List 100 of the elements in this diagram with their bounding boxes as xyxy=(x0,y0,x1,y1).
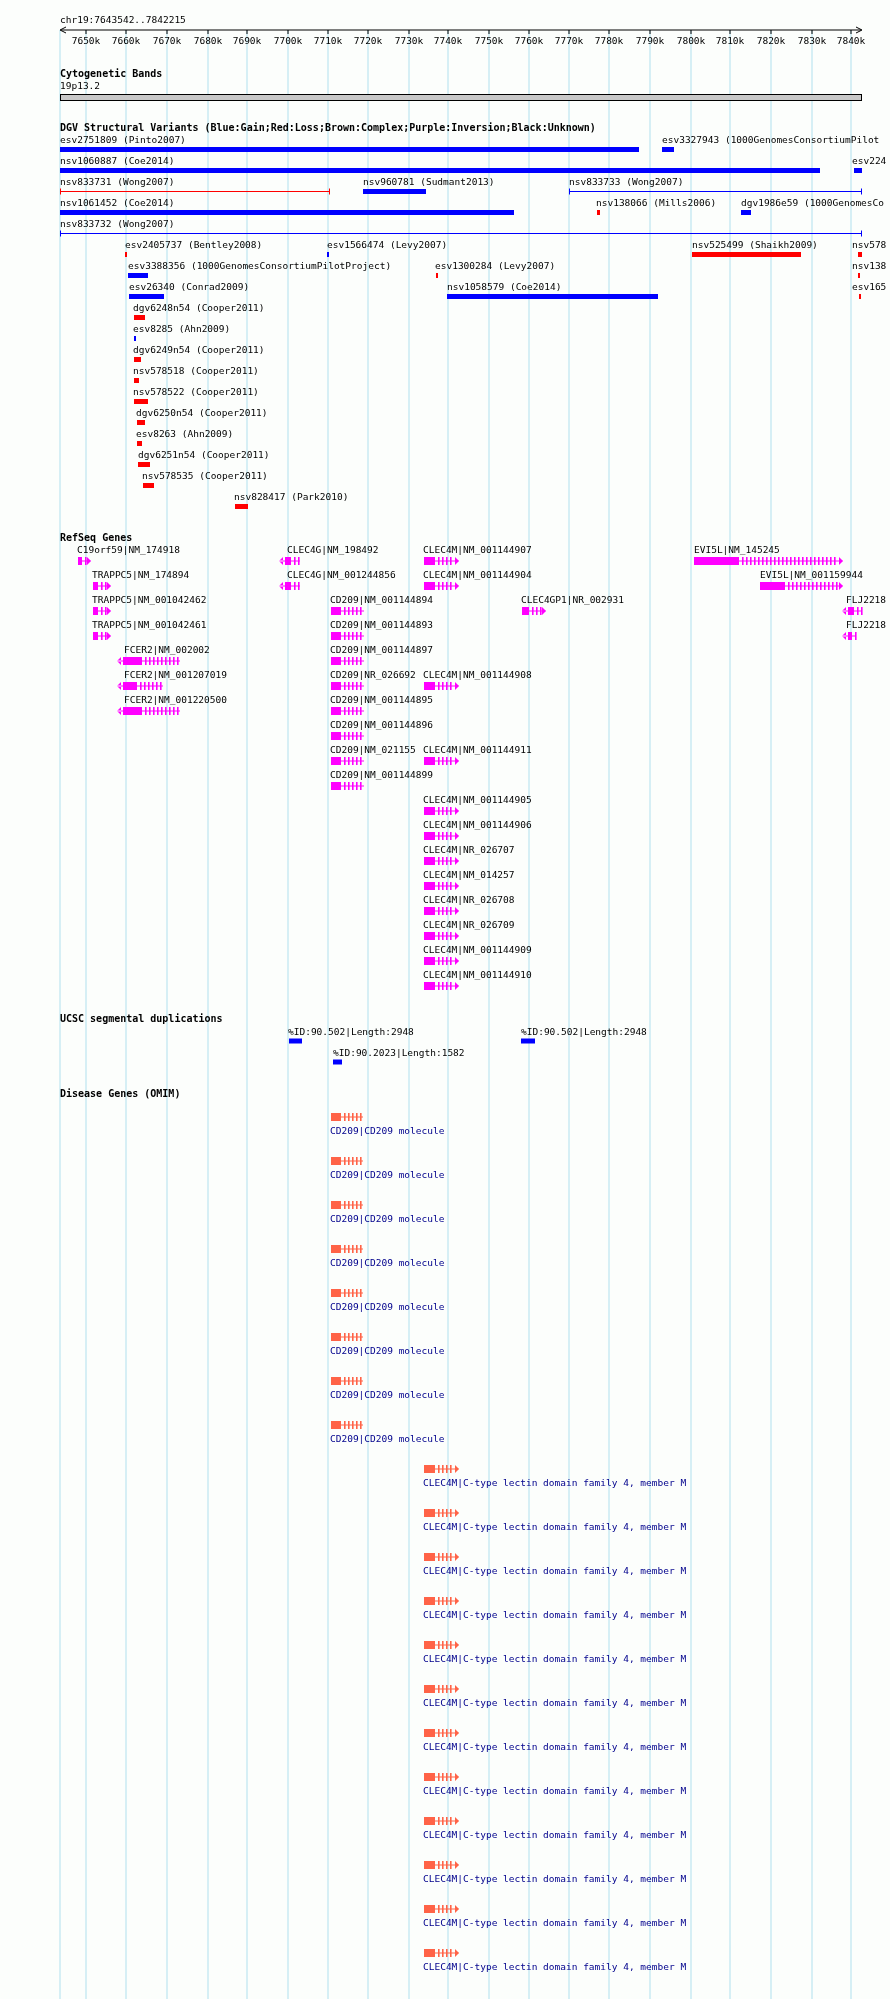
gene-label: CLEC4M|NM_001144904 xyxy=(423,569,532,580)
track-title: Disease Genes (OMIM) xyxy=(60,1088,181,1099)
tick-label: 7720k xyxy=(353,35,383,46)
gene-label: CLEC4M|NM_014257 xyxy=(423,869,515,880)
disease-gene-label: CLEC4M|C-type lectin domain family 4, member M xyxy=(423,1917,687,1928)
gene-label: CLEC4M|NM_001144911 xyxy=(423,744,532,755)
tick-label: 7760k xyxy=(514,35,544,46)
variant-label: esv3327943 (1000GenomesConsortiumPilot xyxy=(662,134,880,145)
variant-label: esv8263 (Ahn2009) xyxy=(136,428,234,439)
gene-label: CD209|NM_001144897 xyxy=(330,644,433,655)
gene-label: EVI5L|NM_145245 xyxy=(694,544,780,555)
variant-label: esv8285 (Ahn2009) xyxy=(133,323,231,334)
gene-label: CLEC4M|NR_026708 xyxy=(423,894,515,905)
tick-label: 7790k xyxy=(635,35,665,46)
gene-label: CD209|NM_001144895 xyxy=(330,694,433,705)
disease-gene-label: CLEC4M|C-type lectin domain family 4, member M xyxy=(423,1609,687,1620)
variant-label: dgv6248n54 (Cooper2011) xyxy=(133,302,265,313)
gene-label: C19orf59|NM_174918 xyxy=(77,544,180,555)
disease-gene-label: CLEC4M|C-type lectin domain family 4, member M xyxy=(423,1873,687,1884)
variant-label: esv165 xyxy=(852,281,887,292)
variant-label: nsv138066 (Mills2006) xyxy=(596,197,717,208)
gene-label: FCER2|NM_001220500 xyxy=(124,694,227,705)
variant-label: esv1566474 (Levy2007) xyxy=(327,239,448,250)
duplication-label: %ID:90.502|Length:2948 xyxy=(288,1026,414,1037)
tick-label: 7670k xyxy=(152,35,182,46)
variant-label: esv2751809 (Pinto2007) xyxy=(60,134,186,145)
track-title: Cytogenetic Bands xyxy=(60,68,163,79)
variant-label: nsv578518 (Cooper2011) xyxy=(133,365,259,376)
disease-gene-label: CLEC4M|C-type lectin domain family 4, member M xyxy=(423,1521,687,1532)
disease-gene-label: CLEC4M|C-type lectin domain family 4, member M xyxy=(423,1741,687,1752)
gene-label: CLEC4M|NM_001144909 xyxy=(423,944,532,955)
variant-label: nsv833731 (Wong2007) xyxy=(60,176,175,187)
gene-label: CLEC4M|NM_001144907 xyxy=(423,544,532,555)
disease-gene-label: CLEC4M|C-type lectin domain family 4, member M xyxy=(423,1697,687,1708)
tick-label: 7680k xyxy=(193,35,223,46)
disease-gene-label: CD209|CD209 molecule xyxy=(330,1433,445,1444)
tick-label: 7750k xyxy=(474,35,504,46)
gene-label: CD209|NM_021155 xyxy=(330,744,416,755)
tick-label: 7800k xyxy=(676,35,706,46)
variant-label: nsv1060887 (Coe2014) xyxy=(60,155,175,166)
tick-label: 7730k xyxy=(394,35,424,46)
track-title: UCSC segmental duplications xyxy=(60,1013,223,1024)
variant-label: dgv1986e59 (1000GenomesCo xyxy=(741,197,884,208)
gene-label: CD209|NM_001144899 xyxy=(330,769,433,780)
gene-label: FCER2|NM_001207019 xyxy=(124,669,227,680)
tick-label: 7700k xyxy=(273,35,303,46)
variant-label: nsv138 xyxy=(852,260,887,271)
variant-label: nsv578522 (Cooper2011) xyxy=(133,386,259,397)
tick-label: 7810k xyxy=(715,35,745,46)
disease-gene-label: CD209|CD209 molecule xyxy=(330,1389,445,1400)
duplication-label: %ID:90.2023|Length:1582 xyxy=(333,1047,465,1058)
disease-gene-label: CD209|CD209 molecule xyxy=(330,1125,445,1136)
variant-label: nsv833733 (Wong2007) xyxy=(569,176,684,187)
tick-label: 7770k xyxy=(554,35,584,46)
variant-label: dgv6250n54 (Cooper2011) xyxy=(136,407,268,418)
gene-label: TRAPPC5|NM_001042461 xyxy=(92,619,207,630)
tick-label: 7830k xyxy=(797,35,827,46)
variant-label: nsv525499 (Shaikh2009) xyxy=(692,239,818,250)
duplication-label: %ID:90.502|Length:2948 xyxy=(521,1026,647,1037)
gene-label: CD209|NR_026692 xyxy=(330,669,416,680)
gene-label: EVI5L|NM_001159944 xyxy=(760,569,863,580)
gene-label: CLEC4M|NM_001144908 xyxy=(423,669,532,680)
variant-label: nsv833732 (Wong2007) xyxy=(60,218,175,229)
tick-label: 7710k xyxy=(313,35,343,46)
gene-label: CLEC4GP1|NR_002931 xyxy=(521,594,624,605)
variant-label: esv2405737 (Bentley2008) xyxy=(125,239,263,250)
gene-label: CLEC4M|NM_001144906 xyxy=(423,819,532,830)
variant-label: dgv6251n54 (Cooper2011) xyxy=(138,449,270,460)
variant-label: esv3388356 (1000GenomesConsortiumPilotProject) xyxy=(128,260,392,271)
variant-label: nsv1058579 (Coe2014) xyxy=(447,281,562,292)
gene-label: CD209|NM_001144896 xyxy=(330,719,433,730)
variant-label: esv26340 (Conrad2009) xyxy=(129,281,250,292)
track-title: DGV Structural Variants (Blue:Gain;Red:Loss;Brown:Complex;Purple:Inversion;Black:Unknown) xyxy=(60,122,596,133)
gene-label: TRAPPC5|NM_001042462 xyxy=(92,594,207,605)
variant-label: nsv1061452 (Coe2014) xyxy=(60,197,175,208)
variant-label: nsv578 xyxy=(852,239,887,250)
tick-label: 7740k xyxy=(433,35,463,46)
track-title: RefSeq Genes xyxy=(60,532,133,543)
disease-gene-label: CD209|CD209 molecule xyxy=(330,1257,445,1268)
gene-label: CD209|NM_001144893 xyxy=(330,619,433,630)
gene-label: CLEC4M|NR_026709 xyxy=(423,919,515,930)
gene-label: CLEC4G|NM_001244856 xyxy=(287,569,396,580)
gene-label: FLJ2218 xyxy=(846,594,887,605)
tick-label: 7660k xyxy=(111,35,141,46)
band-label: 19p13.2 xyxy=(60,80,101,91)
gene-label: FLJ2218 xyxy=(846,619,887,630)
gene-label: CLEC4M|NR_026707 xyxy=(423,844,515,855)
gene-label: CLEC4M|NM_001144905 xyxy=(423,794,532,805)
gene-label: FCER2|NM_002002 xyxy=(124,644,210,655)
disease-gene-label: CLEC4M|C-type lectin domain family 4, member M xyxy=(423,1829,687,1840)
disease-gene-label: CLEC4M|C-type lectin domain family 4, member M xyxy=(423,1961,687,1972)
gene-label: CD209|NM_001144894 xyxy=(330,594,433,605)
disease-gene-label: CD209|CD209 molecule xyxy=(330,1169,445,1180)
variant-label: dgv6249n54 (Cooper2011) xyxy=(133,344,265,355)
disease-gene-label: CLEC4M|C-type lectin domain family 4, member M xyxy=(423,1477,687,1488)
disease-gene-label: CLEC4M|C-type lectin domain family 4, member M xyxy=(423,1565,687,1576)
gene-label: TRAPPC5|NM_174894 xyxy=(92,569,190,580)
variant-label: nsv578535 (Cooper2011) xyxy=(142,470,268,481)
disease-gene-label: CD209|CD209 molecule xyxy=(330,1213,445,1224)
tick-label: 7690k xyxy=(232,35,262,46)
